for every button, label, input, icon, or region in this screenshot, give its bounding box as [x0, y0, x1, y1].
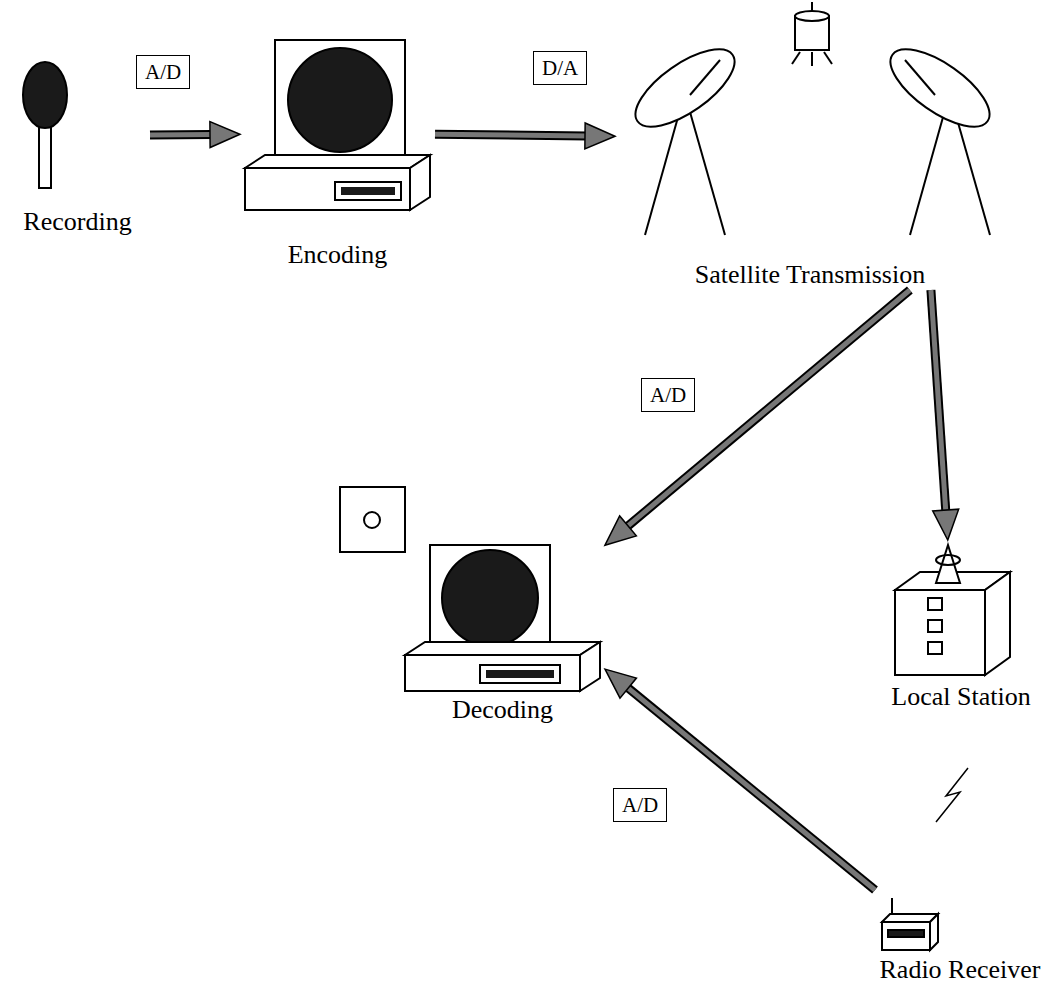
- converter-label: A/D: [641, 378, 695, 412]
- computer-icon: [405, 545, 600, 691]
- signal-arrow: [435, 123, 615, 149]
- process-node: Decoding: [400, 482, 605, 725]
- converter-label: A/D: [136, 55, 190, 89]
- node-caption: Decoding: [400, 695, 605, 725]
- station-node: Local Station: [878, 540, 1044, 712]
- station-building: [895, 545, 1010, 675]
- broadcast-bolt: [936, 768, 968, 822]
- source-node: Recording: [5, 55, 150, 237]
- transmit-node: Satellite Transmission: [615, 0, 1005, 290]
- node-caption: Encoding: [240, 240, 435, 270]
- process-node: Encoding: [240, 36, 435, 270]
- satellite-icon: [792, 2, 832, 66]
- signal-arrow: [605, 669, 875, 890]
- converter-label: A/D: [613, 788, 667, 822]
- signal-arrow: [931, 290, 959, 540]
- microphone-icon: [23, 62, 67, 188]
- node-caption: Local Station: [878, 682, 1044, 712]
- dish-antenna: [624, 35, 747, 235]
- node-caption: Satellite Transmission: [615, 260, 1005, 290]
- converter-label: D/A: [533, 51, 587, 85]
- computer-icon: [245, 40, 430, 210]
- receiver-node: Radio Receiver: [875, 890, 1045, 985]
- disk-icon: [340, 487, 405, 552]
- radio-icon: [882, 898, 938, 950]
- dish-antenna: [879, 35, 1002, 235]
- node-caption: Recording: [5, 207, 150, 237]
- node-caption: Radio Receiver: [875, 955, 1045, 985]
- signal-arrow: [605, 290, 910, 545]
- signal-arrow: [150, 122, 240, 148]
